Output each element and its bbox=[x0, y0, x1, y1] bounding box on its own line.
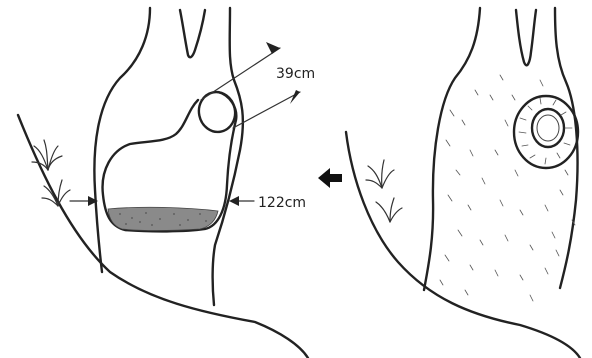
grass-tuft-left-lower bbox=[42, 180, 70, 206]
exterior-bark-crack bbox=[516, 10, 536, 65]
exterior-grass-upper bbox=[366, 160, 394, 188]
cavity-sediment bbox=[108, 207, 218, 230]
cavity-width-label: 122cm bbox=[258, 195, 306, 211]
ground-line-left bbox=[18, 115, 308, 358]
exterior-grass-lower bbox=[376, 198, 402, 222]
arrow-left-icon bbox=[318, 168, 342, 188]
exterior-view bbox=[346, 8, 580, 358]
bark-crack bbox=[180, 10, 205, 57]
opening-diameter-label: 39cm bbox=[276, 66, 315, 82]
exterior-hole-rim bbox=[514, 96, 578, 168]
cross-section-view: 122cm 39cm bbox=[18, 8, 315, 358]
trunk-outline-left bbox=[94, 8, 150, 272]
opening-dimension-lines bbox=[201, 42, 300, 128]
grass-tuft-left-upper bbox=[32, 140, 62, 170]
ground-line-right bbox=[346, 132, 580, 358]
exterior-trunk-left bbox=[424, 8, 480, 290]
trunk-outline-right bbox=[213, 8, 243, 305]
exterior-hole-inner bbox=[537, 115, 559, 141]
hollow-opening bbox=[195, 89, 239, 136]
bark-texture bbox=[440, 75, 575, 301]
